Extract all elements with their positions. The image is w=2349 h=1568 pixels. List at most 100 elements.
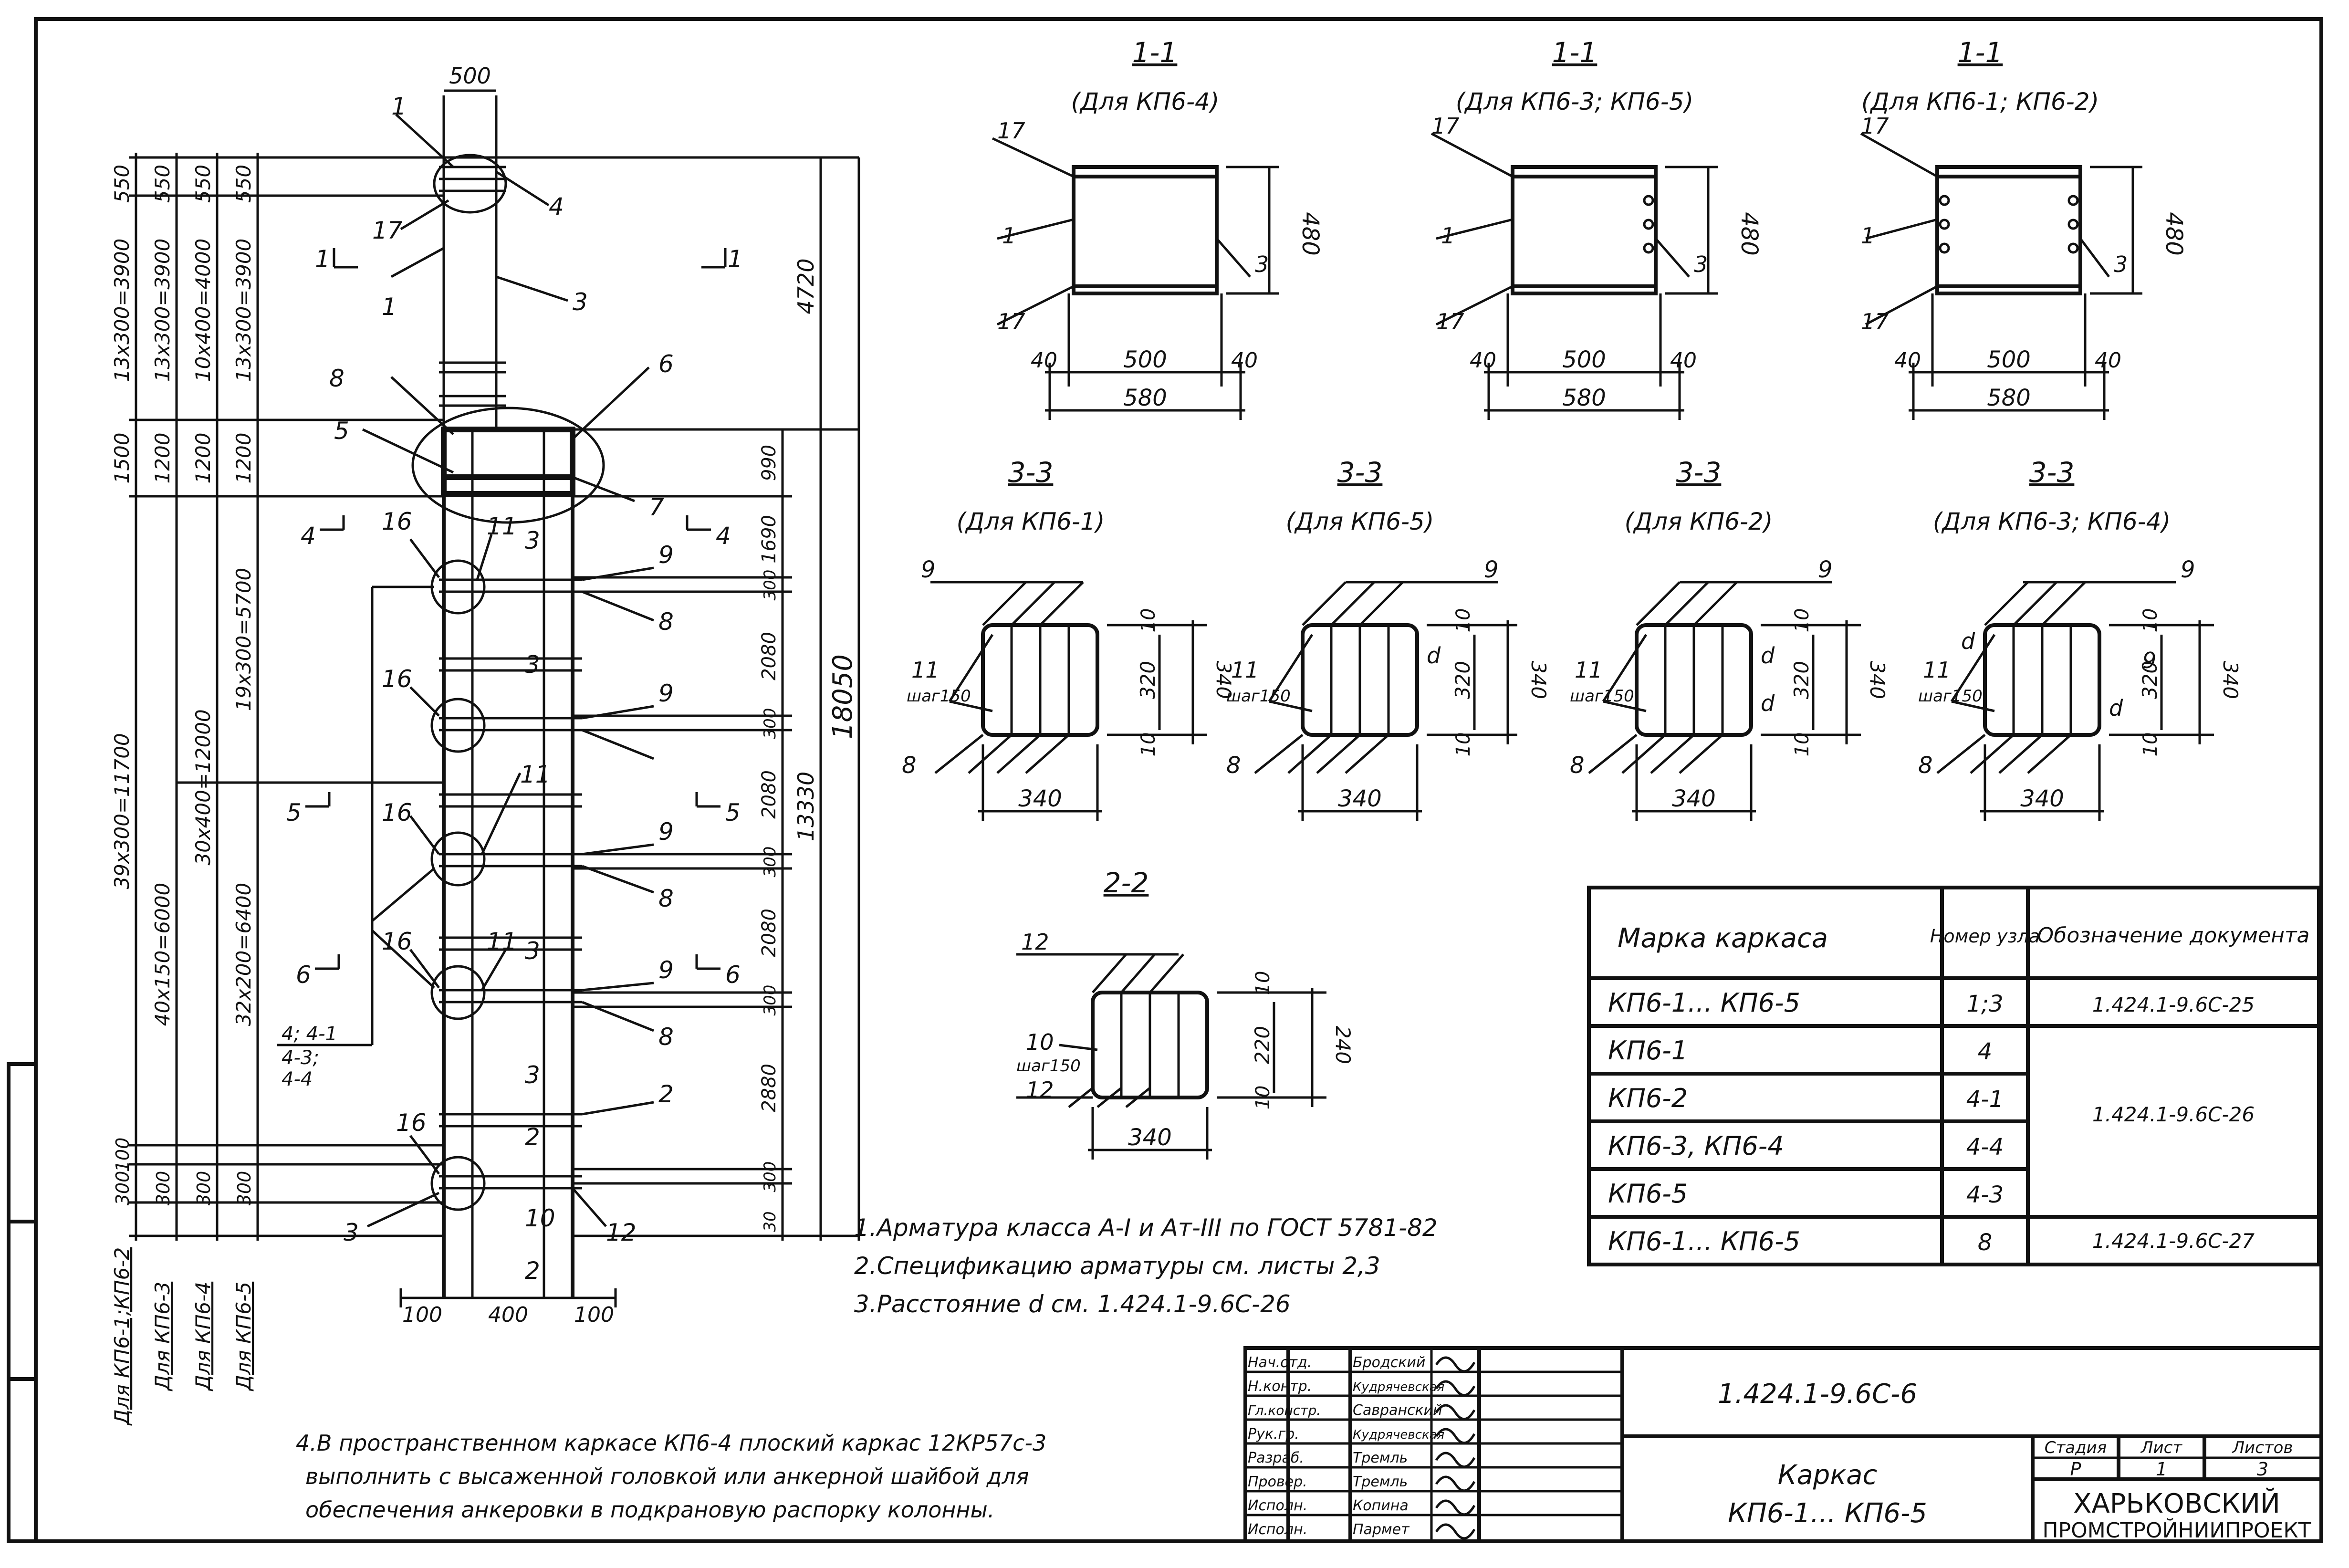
section-1-1-c: 1-1 (Для КП6-1; КП6-2) 480 4 — [1860, 36, 2187, 420]
ldim-c1-13x300: 13x300=3900 — [110, 239, 134, 382]
section-3-3-c-inner: 320 — [1790, 661, 1813, 699]
section-3-3-a-m11: 11 — [911, 657, 940, 683]
col-marker-16c: 16 — [382, 799, 412, 826]
section-1-1-a: 1-1 (Для КП6-4) 480 40 500 40 580 17 1 — [992, 36, 1324, 420]
section-3-3-c-w: 340 — [1672, 785, 1716, 812]
section-3-3-d-inner: 320 — [2138, 661, 2161, 699]
table-header-doc: Обозначение документа — [2037, 923, 2310, 948]
section-3-3-b-m11: 11 — [1231, 657, 1259, 683]
ldim-c3-10x400: 10x400=4000 — [191, 239, 215, 382]
node-label-2: 4-3; — [282, 1047, 319, 1069]
tb-role-4: Рук.гр. — [1248, 1426, 1299, 1443]
section-3-3-d-d2: d — [2109, 695, 2123, 721]
tb-title-2: КП6-1... КП6-5 — [1728, 1498, 1927, 1529]
section-1-1-b: 1-1 (Для КП6-3; КП6-5) 480 40 500 40 — [1430, 36, 1763, 420]
col-marker-4: 4 — [549, 193, 564, 220]
section-2-2-step: шаг150 — [1016, 1056, 1081, 1076]
ldim-c1-300: 300 — [112, 1171, 133, 1206]
table-row-4-node: 4-4 — [1966, 1134, 2004, 1160]
col-label-kp6-4: Для КП6-4 — [191, 1282, 215, 1391]
section-1-1-c-w1: 40 — [1894, 348, 1921, 373]
ldim-c1-100: 100 — [112, 1138, 133, 1172]
tb-org-1: ХАРЬКОВСКИЙ — [2073, 1488, 2280, 1519]
section-3-3-d-top: 10 — [2140, 608, 2161, 633]
col-marker-16a: 16 — [382, 508, 412, 535]
section-3-3-d-title: 3-3 — [2029, 456, 2075, 489]
ldim-c3-30x400: 30x400=12000 — [191, 709, 215, 865]
section-1-1-b-sub: (Для КП6-3; КП6-5) — [1456, 88, 1693, 115]
col-marker-3e: 3 — [344, 1219, 359, 1246]
bottom-dim-right: 100 — [574, 1303, 614, 1327]
col-marker-9c: 9 — [658, 818, 674, 846]
section-3-3-a-h: 340 — [1212, 661, 1235, 699]
table-row-1-node: 1;3 — [1966, 991, 2003, 1017]
section-1-1-b-title: 1-1 — [1552, 36, 1597, 69]
section-3-3-c-bot: 10 — [1791, 732, 1813, 757]
sec-ref-4-left: 4 — [301, 522, 316, 550]
section-1-1-a-m1: 1 — [1002, 223, 1016, 249]
section-3-3-a-inner: 320 — [1136, 661, 1159, 699]
section-1-1-b-w1: 40 — [1470, 348, 1496, 373]
section-3-3-b-h: 340 — [1527, 661, 1550, 699]
rdim-300a: 300 — [761, 570, 780, 601]
tb-name-7: Копина — [1353, 1497, 1409, 1514]
section-1-1-b-m3: 3 — [1694, 251, 1708, 277]
section-1-1-a-title: 1-1 — [1132, 36, 1178, 69]
note-3: 3.Расстояние d см. 1.424.1-9.6С-26 — [854, 1290, 1291, 1318]
section-2-2: 2-2 12 10 шаг150 12 340 10 220 10 240 — [1016, 867, 1355, 1160]
section-1-1-a-m17t: 17 — [997, 118, 1025, 144]
table-row-5-node: 4-3 — [1966, 1181, 2004, 1208]
section-3-3-b-bot: 10 — [1452, 732, 1474, 757]
col-marker-2b: 2 — [525, 1123, 540, 1151]
table-row-3-node: 4-1 — [1966, 1086, 2004, 1113]
section-1-1-c-m3: 3 — [2114, 251, 2128, 277]
rdim-990: 990 — [758, 445, 780, 481]
ldim-c4-19x300: 19x300=5700 — [232, 568, 255, 711]
note-4-line-1: 4.В пространственном каркасе КП6-4 плоск… — [296, 1430, 1046, 1456]
section-1-1-b-w2: 500 — [1562, 346, 1606, 373]
col-marker-12: 12 — [606, 1219, 637, 1246]
section-3-3-c-m8: 8 — [1570, 752, 1585, 779]
section-1-1-a-w1: 40 — [1031, 348, 1057, 373]
table-header-node: Номер узла — [1930, 926, 2040, 947]
right-dimension-chains: 4720 18050 13330 990 1690 300 2080 300 2… — [573, 157, 860, 1241]
tb-name-3: Савранский — [1353, 1402, 1442, 1419]
section-1-1-c-w2: 500 — [1987, 346, 2031, 373]
section-3-3-b-inner: 320 — [1451, 661, 1474, 699]
bottom-dim-mid: 400 — [488, 1303, 528, 1327]
tb-stage-label: Стадия — [2045, 1438, 2107, 1457]
section-3-3-c-m11: 11 — [1575, 657, 1603, 683]
table-row-2-mark: КП6-1 — [1608, 1035, 1688, 1066]
tb-sheet: 1 — [2156, 1459, 2167, 1480]
col-marker-2c: 2 — [525, 1257, 540, 1285]
col-marker-8c: 8 — [658, 1023, 674, 1051]
ldim-c2-300: 300 — [153, 1171, 174, 1206]
table-row-1-mark: КП6-1... КП6-5 — [1608, 988, 1800, 1018]
column-elevation: 500 100 400 100 — [277, 63, 743, 1327]
section-3-3-d-m9b: 9 — [2142, 648, 2156, 673]
section-2-2-m12b: 12 — [1026, 1077, 1054, 1103]
node-label-1: 4; 4-1 — [282, 1023, 337, 1045]
table-row-3-mark: КП6-2 — [1608, 1083, 1688, 1113]
table-row-1-doc: 1.424.1-9.6С-25 — [2092, 993, 2255, 1016]
tb-title-1: Каркас — [1778, 1460, 1878, 1491]
rdim-30: 30 — [761, 1211, 780, 1232]
tb-name-1: Бродский — [1353, 1354, 1425, 1371]
section-3-3-b-m9: 9 — [1484, 556, 1499, 583]
note-4-line-2: выполнить с высаженной головкой или анке… — [305, 1463, 1029, 1489]
tb-sheets: 3 — [2257, 1459, 2268, 1480]
rdim-2080b: 2080 — [758, 770, 780, 819]
tb-org-2: ПРОМСТРОЙНИИПРОЕКТ — [2043, 1517, 2311, 1543]
section-1-1-b-w3: 40 — [1670, 348, 1697, 373]
col-marker-9d: 9 — [658, 956, 674, 984]
col-marker-3d: 3 — [525, 1061, 540, 1089]
section-1-1-c-w3: 40 — [2095, 348, 2121, 373]
col-marker-3b: 3 — [525, 651, 540, 679]
section-3-3-d-sub: (Для КП6-3; КП6-4) — [1933, 508, 2171, 535]
table-row-6-mark: КП6-1... КП6-5 — [1608, 1226, 1800, 1256]
sec-ref-1-right: 1 — [728, 245, 743, 273]
section-1-1-c-title: 1-1 — [1958, 36, 2003, 69]
tb-name-6: Тремль — [1353, 1474, 1408, 1490]
section-2-2-hbot: 10 — [1252, 1086, 1274, 1110]
